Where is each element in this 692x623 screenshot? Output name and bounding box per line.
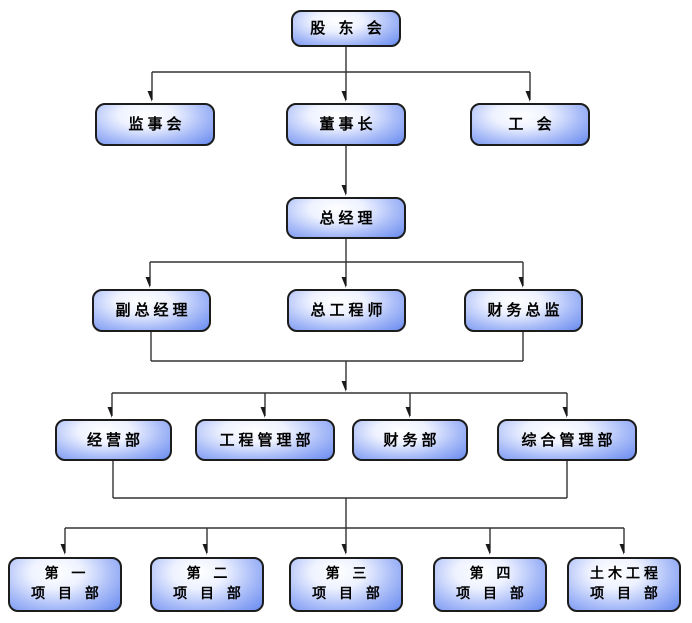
org-node-label: 监事会 xyxy=(128,115,186,133)
org-node-label-line1: 第 二 xyxy=(186,565,232,582)
org-node-project-dept-2: 第 二 项 目 部 xyxy=(150,557,264,612)
org-node-label-line2: 项 目 部 xyxy=(31,585,103,602)
org-node-operations-dept: 经营部 xyxy=(55,419,172,461)
org-node-label: 工程管理部 xyxy=(219,430,315,449)
org-node-label: 经营部 xyxy=(86,430,144,449)
org-node-label: 总经理 xyxy=(319,208,377,227)
org-node-label-line2: 项 目 部 xyxy=(312,585,384,602)
org-node-project-dept-4: 第 四 项 目 部 xyxy=(433,557,547,612)
org-node-supervisory-board: 监事会 xyxy=(95,103,215,146)
org-node-labor-union: 工 会 xyxy=(470,103,590,146)
org-node-label: 董事长 xyxy=(319,115,377,133)
org-node-chief-engineer: 总工程师 xyxy=(287,289,406,332)
connector-level5-level6 xyxy=(65,461,625,553)
org-node-label: 财务部 xyxy=(383,430,441,449)
org-node-label-line1: 第 一 xyxy=(44,565,90,582)
org-node-label: 总工程师 xyxy=(310,301,387,319)
org-node-label-line2: 项 目 部 xyxy=(456,585,528,602)
org-node-project-dept-1: 第 一 项 目 部 xyxy=(8,557,122,612)
org-node-general-management-dept: 综合管理部 xyxy=(497,419,637,461)
org-node-label: 综合管理部 xyxy=(521,430,617,449)
org-node-civil-engineering-project-dept: 土木工程 项 目 部 xyxy=(567,557,681,612)
org-node-general-manager: 总经理 xyxy=(286,197,406,239)
org-node-label: 副总经理 xyxy=(115,301,192,319)
org-node-chairman: 董事长 xyxy=(286,103,406,146)
org-node-label: 股 东 会 xyxy=(310,19,386,37)
org-node-label-line2: 项 目 部 xyxy=(590,585,662,602)
org-node-finance-dept: 财务部 xyxy=(352,419,468,461)
org-node-deputy-general-manager: 副总经理 xyxy=(92,289,211,332)
connector-level1-level2 xyxy=(152,47,531,100)
org-node-label-line1: 第 三 xyxy=(325,565,371,582)
org-node-engineering-management-dept: 工程管理部 xyxy=(195,419,335,461)
org-node-label: 工 会 xyxy=(508,115,556,133)
org-node-label-line2: 项 目 部 xyxy=(173,585,245,602)
org-node-label-line1: 土木工程 xyxy=(590,565,662,582)
org-node-project-dept-3: 第 三 项 目 部 xyxy=(289,557,403,612)
org-node-shareholders-meeting: 股 东 会 xyxy=(291,10,401,47)
org-node-finance-director: 财务总监 xyxy=(464,289,583,332)
connector-level3-level4 xyxy=(150,239,524,286)
org-node-label-line1: 第 四 xyxy=(469,565,515,582)
connector-level4-level5 xyxy=(112,332,568,416)
org-node-label: 财务总监 xyxy=(487,301,564,319)
